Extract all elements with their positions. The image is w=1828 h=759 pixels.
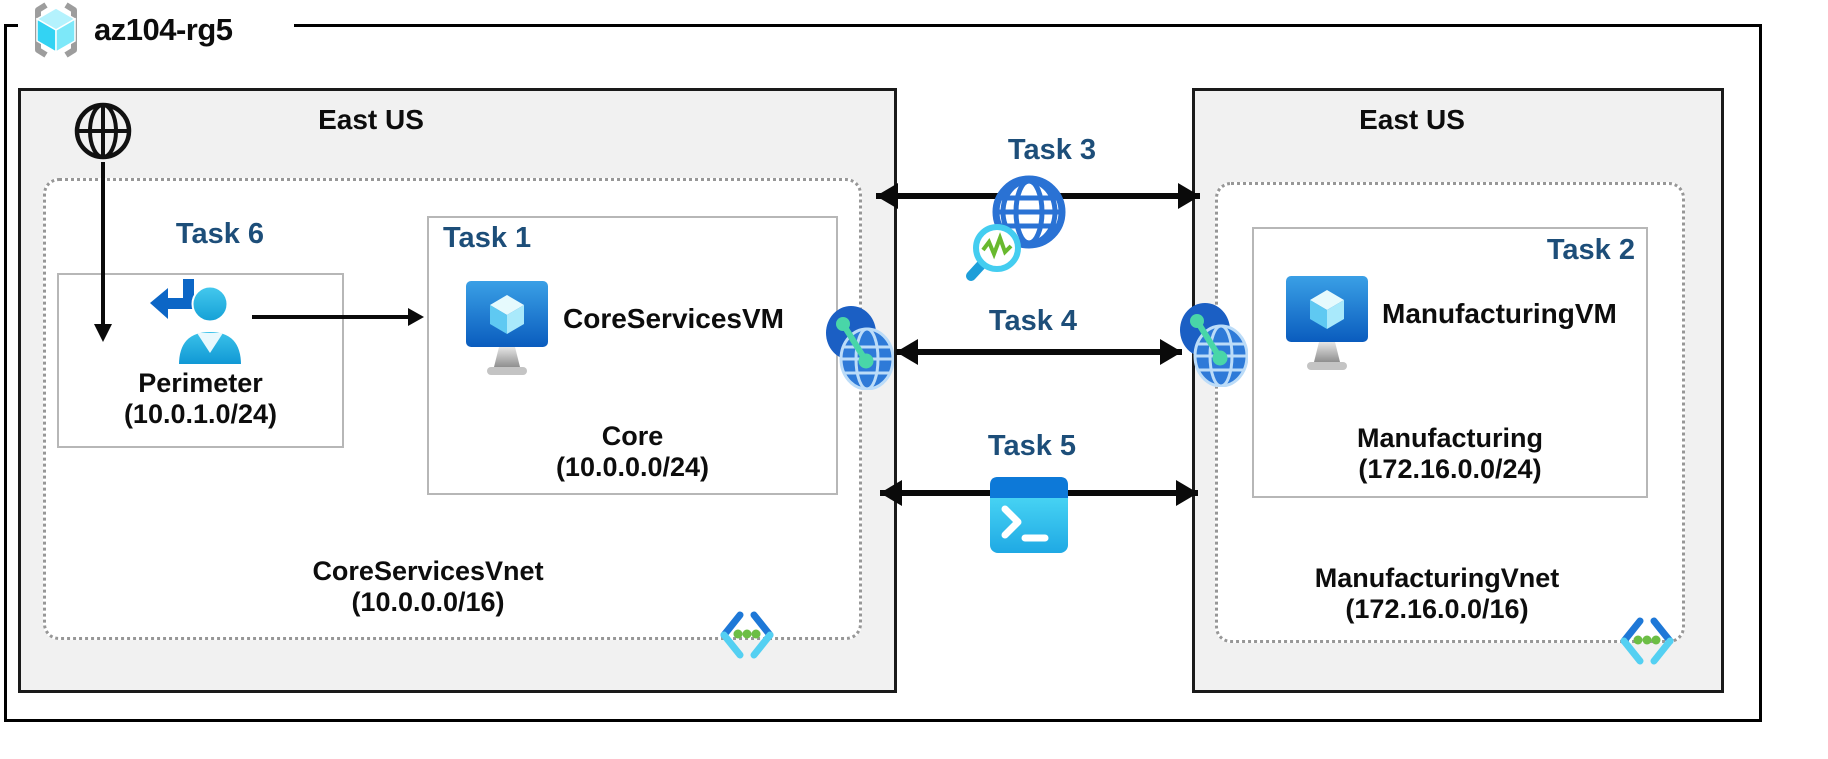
region-right-title: East US: [1359, 104, 1465, 135]
perimeter-to-vm-arrow-head: [408, 308, 424, 326]
vnet-peering-icon: [1180, 303, 1248, 387]
core-vnet-cidr: (10.0.0.0/16): [351, 587, 505, 617]
manufacturing-subnet-name: Manufacturing: [1357, 423, 1543, 453]
task2-label: Task 2: [1546, 234, 1635, 266]
task3-arrow-head-right: [1178, 183, 1200, 209]
manufacturing-vnet-label: ManufacturingVnet (172.16.0.0/16): [1267, 563, 1607, 625]
core-vnet-label: CoreServicesVnet (10.0.0.0/16): [258, 556, 598, 618]
user-sign-in-icon: [150, 279, 242, 366]
manufacturing-vnet-name: ManufacturingVnet: [1314, 563, 1560, 593]
cloud-shell-icon: [990, 477, 1068, 553]
task1-core-subnet-box: [427, 216, 838, 495]
task4-arrow-head-right: [1160, 339, 1182, 365]
task3-label: Task 3: [1007, 134, 1097, 166]
task5-arrow-head-left: [880, 480, 902, 506]
task6-label: Task 6: [175, 218, 265, 250]
core-subnet-cidr: (10.0.0.0/24): [555, 452, 710, 482]
manufacturing-vnet-cidr: (172.16.0.0/16): [1345, 594, 1529, 624]
vnet-peering-icon: [826, 306, 894, 390]
virtual-machine-icon: [1286, 276, 1368, 370]
internet-arrow-head: [94, 324, 112, 342]
network-watcher-icon: [966, 175, 1066, 281]
manufacturing-vm-name: ManufacturingVM: [1382, 298, 1617, 329]
virtual-network-icon: [720, 611, 774, 659]
perimeter-cidr: (10.0.1.0/24): [123, 399, 278, 429]
task4-label: Task 4: [988, 305, 1078, 337]
task4-arrow-line: [896, 349, 1182, 355]
resource-group-icon: [35, 2, 77, 58]
core-vm-name: CoreServicesVM: [563, 303, 785, 334]
internet-arrow-line: [101, 162, 105, 324]
perimeter-subnet-label: Perimeter (10.0.1.0/24): [57, 368, 344, 430]
virtual-machine-icon: [466, 281, 548, 375]
manufacturing-subnet-label: Manufacturing (172.16.0.0/24): [1252, 423, 1648, 485]
task4-arrow-head-left: [896, 339, 918, 365]
virtual-network-icon: [1620, 617, 1674, 665]
core-vnet-name: CoreServicesVnet: [312, 556, 544, 586]
core-subnet-label: Core (10.0.0.0/24): [427, 421, 838, 483]
resource-group-header: az104-rg5: [26, 2, 233, 58]
internet-globe-icon: [74, 102, 132, 160]
resource-group-name: az104-rg5: [94, 12, 233, 47]
task5-label: Task 5: [987, 430, 1077, 462]
task3-arrow-head-left: [876, 183, 898, 209]
manufacturing-subnet-cidr: (172.16.0.0/24): [1358, 454, 1542, 484]
task1-label: Task 1: [443, 222, 532, 254]
perimeter-to-vm-arrow-line: [252, 315, 410, 319]
perimeter-name: Perimeter: [138, 368, 263, 398]
region-left-title: East US: [318, 104, 424, 135]
core-subnet-name: Core: [601, 421, 664, 451]
task5-arrow-head-right: [1176, 480, 1198, 506]
